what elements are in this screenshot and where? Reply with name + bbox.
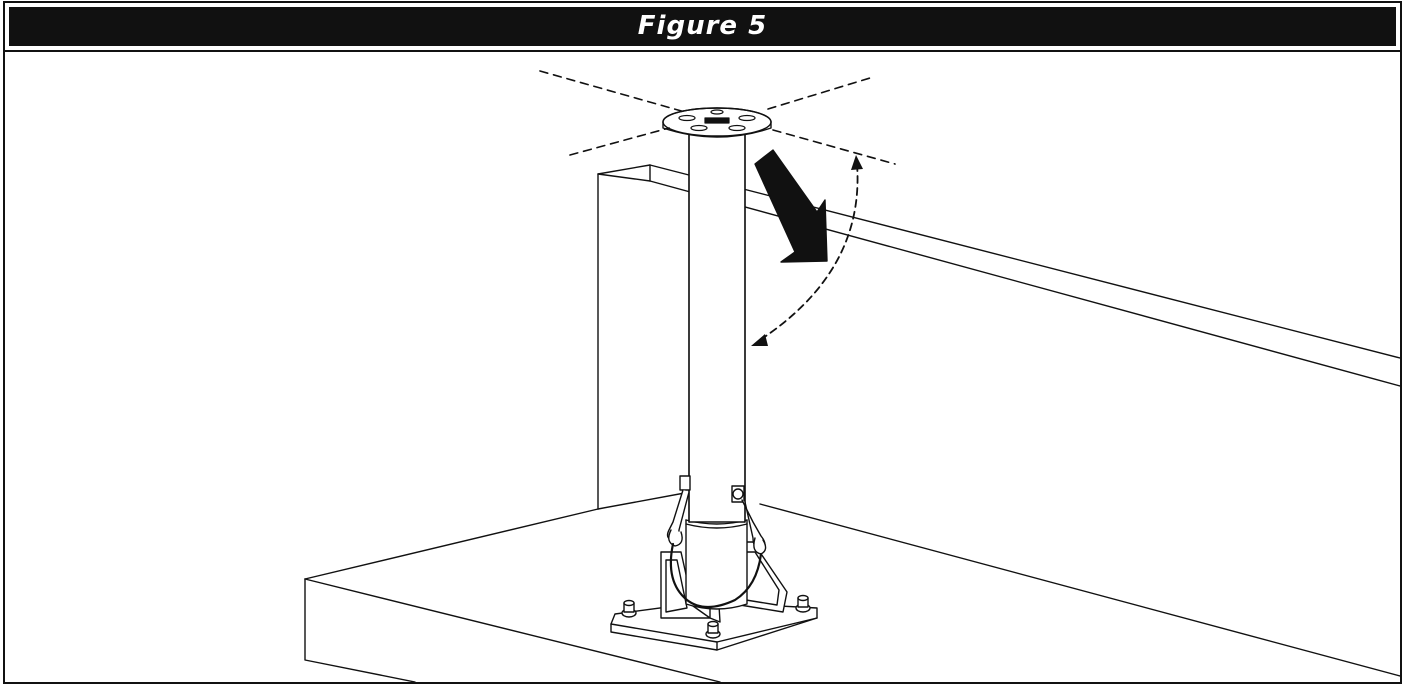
rotation-arrow [754,149,828,263]
bolt-icon [795,594,811,613]
bolt-icon [705,620,721,639]
installation-illustration [304,70,1400,682]
socket-sleeve [685,519,748,610]
mount-slots [678,109,756,132]
arc-arrowhead-bottom [751,334,768,346]
title-divider [5,50,1400,52]
bolt-icon [621,599,637,618]
figure-title: Figure 5 [9,7,1396,46]
arc-arrowhead-top [851,155,863,170]
anchor-bolts [621,586,811,639]
figure-frame: Figure 5 [3,1,1402,684]
alignment-lines [539,70,896,165]
lanyard-cable [669,542,763,609]
swing-arc [751,155,863,346]
post-tube [688,128,746,523]
top-mount-plate [662,107,772,138]
ledge [304,503,1400,682]
wall [597,164,1400,510]
pin-right [731,485,767,555]
pin-left [666,475,691,547]
safety-pins [666,475,767,555]
